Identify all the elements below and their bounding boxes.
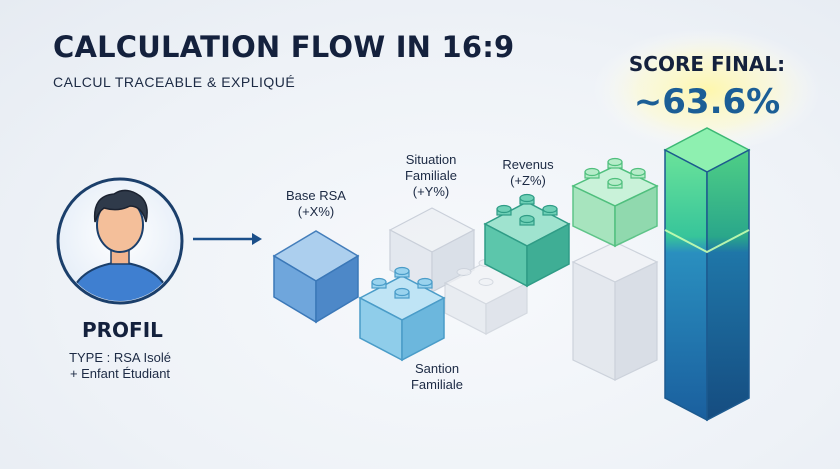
situation-familiale-block xyxy=(388,207,476,293)
score-value: ~63.6% xyxy=(633,82,781,122)
ghost-pillar xyxy=(571,241,659,381)
situation-familiale-label: Situation Familiale (+Y%) xyxy=(404,152,457,199)
santion-familiale-block xyxy=(358,266,446,362)
green-lego-block xyxy=(571,157,659,248)
revenus-block xyxy=(483,193,571,288)
score-glow xyxy=(592,28,822,152)
base-rsa-label: Base RSA (+X%) xyxy=(286,188,346,219)
profile-extra: + Enfant Étudiant xyxy=(69,366,171,381)
base-rsa-block xyxy=(272,230,360,324)
person-avatar-icon xyxy=(56,177,184,305)
page-title: CALCULATION FLOW IN 16:9 xyxy=(53,30,515,64)
final-score-bar xyxy=(663,127,751,422)
revenus-label: Revenus (+Z%) xyxy=(502,157,554,188)
profile-type: TYPE : RSA Isolé xyxy=(69,350,171,365)
profile-label: PROFIL xyxy=(82,318,163,342)
santion-familiale-label: Santion Familiale xyxy=(410,361,463,392)
score-label: SCORE FINAL: xyxy=(628,52,786,76)
right-arrow-icon xyxy=(193,233,262,245)
page-subtitle: CALCUL TRACEABLE & EXPLIQUÉ xyxy=(53,74,296,90)
